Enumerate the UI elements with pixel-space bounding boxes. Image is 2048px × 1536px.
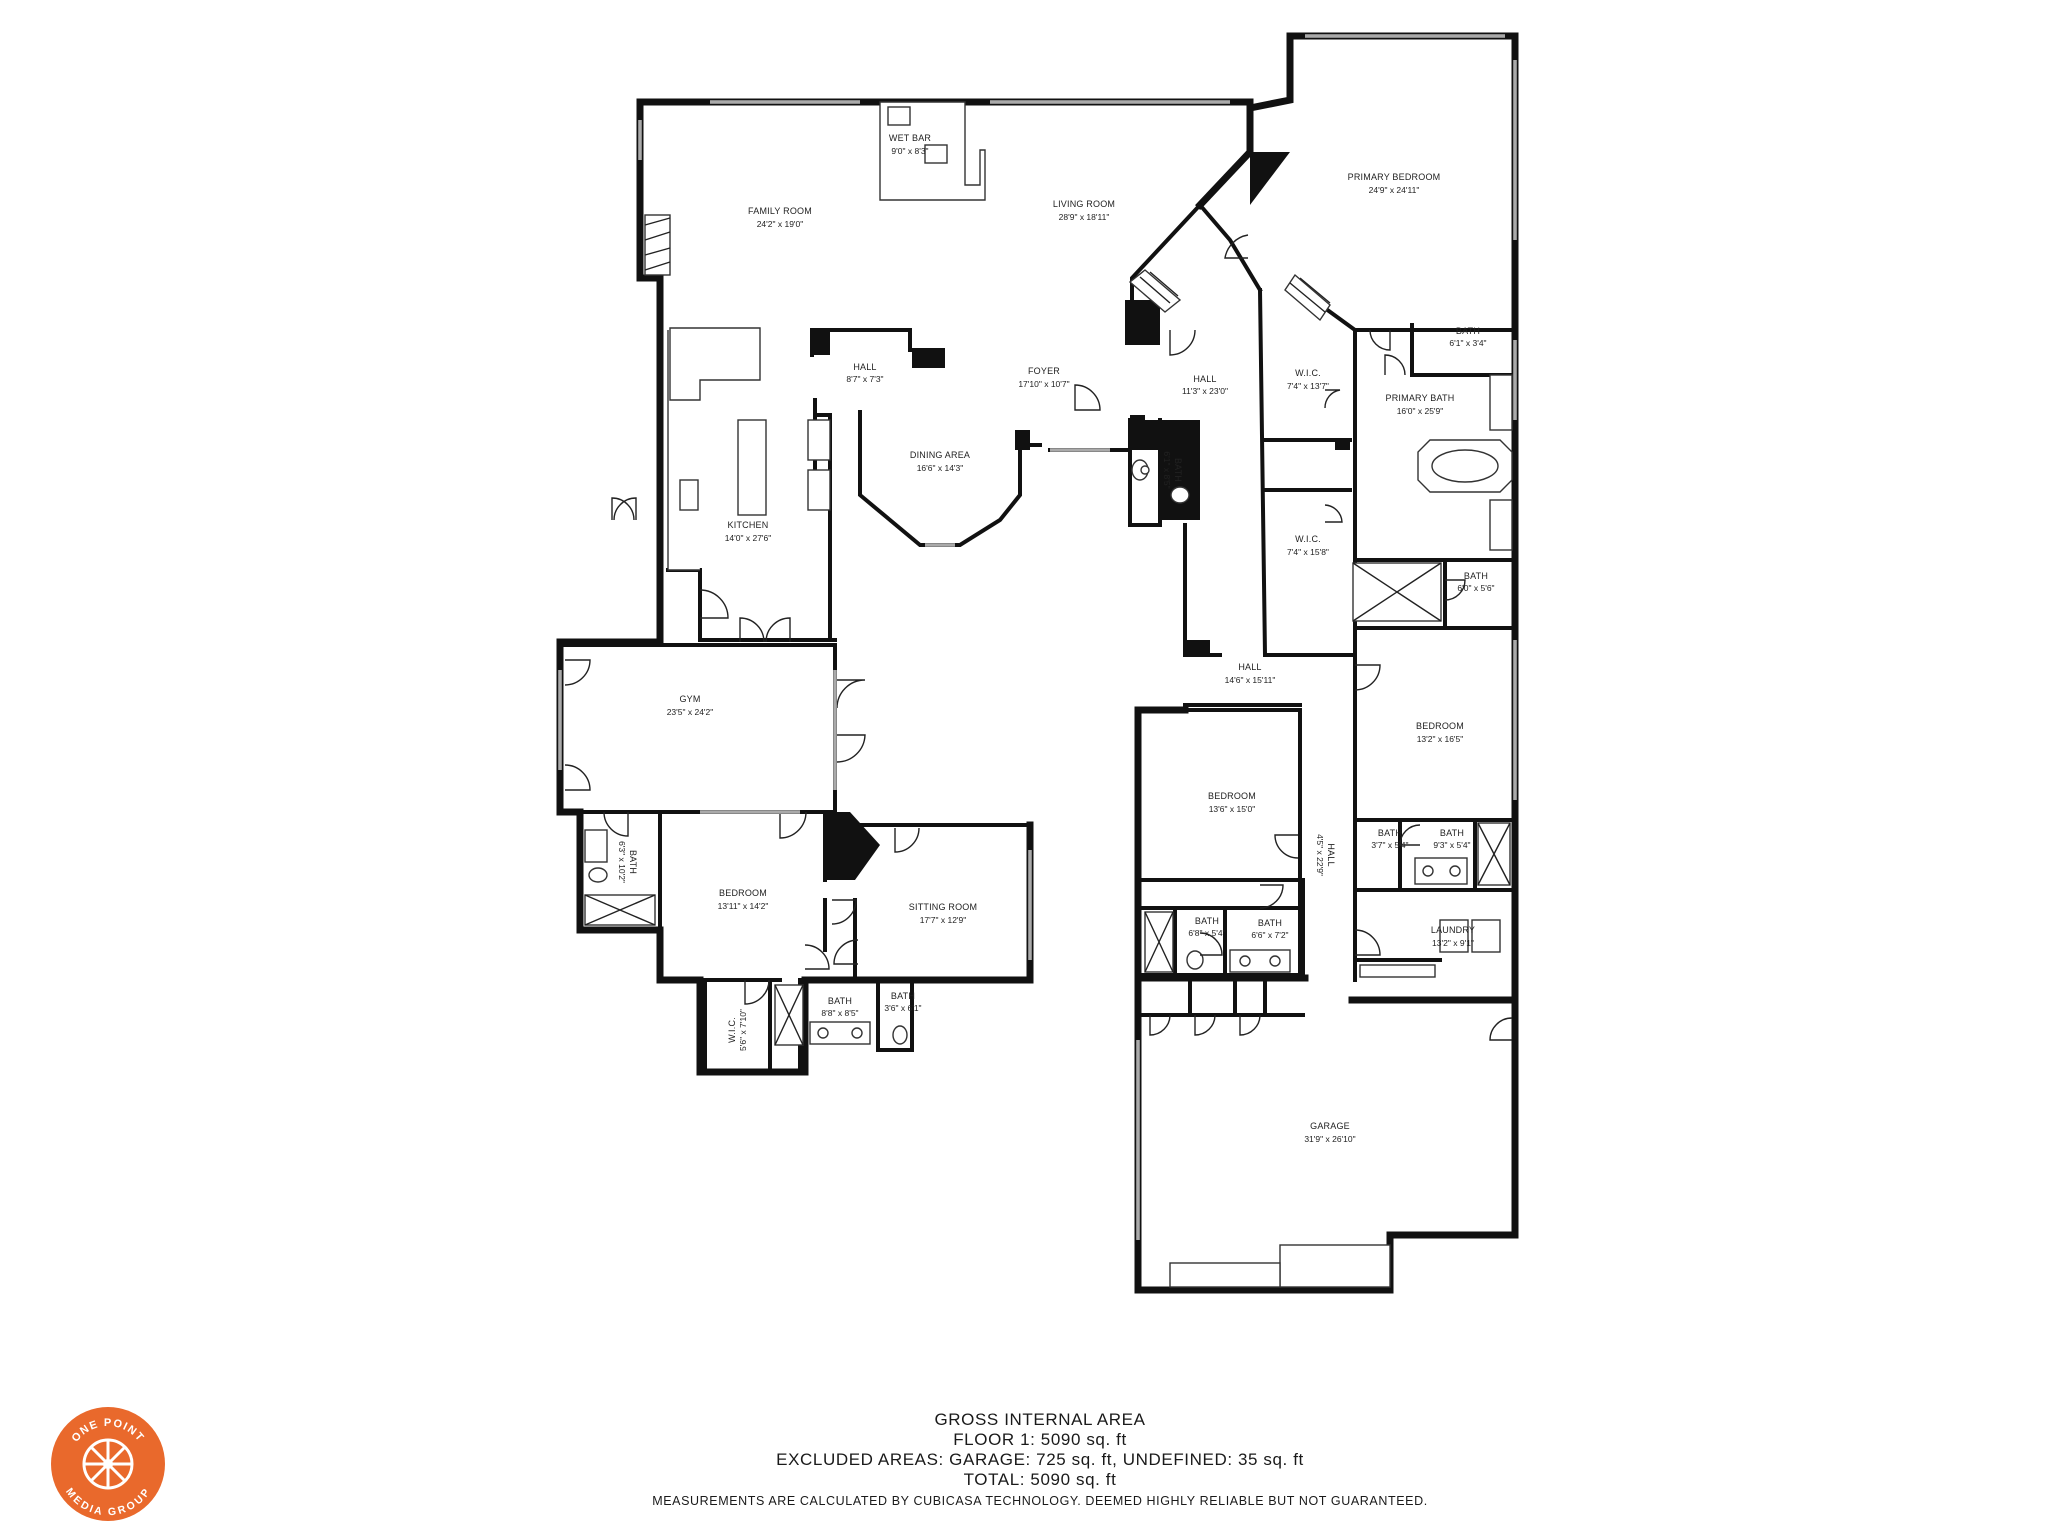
room-dims-foyer: 17'10" x 10'7" [1018,379,1069,389]
area-total: TOTAL: 5090 sq. ft [963,1470,1117,1489]
room-name-bath-2: BATH [1173,458,1183,482]
fireplaces [644,214,1331,322]
room-name-bath-9: BATH [828,996,852,1006]
room-name-garage: GARAGE [1310,1121,1350,1131]
room-dims-bath-2: 6'1" x 8'5" [1162,451,1172,488]
one-point-media-group-logo: ONE POINT MEDIA GROUP [51,1407,165,1521]
room-dims-bath-5: 3'7" x 5'4" [1371,840,1408,850]
room-name-foyer: FOYER [1028,366,1060,376]
room-name-primary-bedroom: PRIMARY BEDROOM [1348,172,1441,182]
room-name-living-room: LIVING ROOM [1053,199,1115,209]
room-dims-garage: 31'9" x 26'10" [1304,1134,1355,1144]
interior-walls [558,202,1517,1074]
room-name-bath-10: BATH [891,991,915,1001]
area-excluded: EXCLUDED AREAS: GARAGE: 725 sq. ft, UNDE… [776,1450,1304,1469]
room-name-bath-6: BATH [1440,828,1464,838]
room-dims-bedroom-3: 13'11" x 14'2" [718,901,769,911]
room-dims-bedroom-2: 13'6" x 15'0" [1209,804,1256,814]
room-dims-bath-1: 6'1" x 3'4" [1449,338,1486,348]
room-dims-bath-10: 3'6" x 6'1" [884,1003,921,1013]
room-dims-hall-2: 11'3" x 23'0" [1182,386,1228,396]
room-name-bedroom-3: BEDROOM [719,888,767,898]
room-name-bath-4: BATH [628,850,638,874]
room-dims-wic-1: 7'4" x 13'7" [1287,381,1329,391]
room-dims-bath-4: 6'3" x 10'2" [617,841,627,883]
area-title: GROSS INTERNAL AREA [934,1410,1146,1429]
room-name-family-room: FAMILY ROOM [748,206,812,216]
measurement-disclaimer: MEASUREMENTS ARE CALCULATED BY CUBICASA … [652,1494,1428,1508]
room-dims-laundry: 13'2" x 9'1" [1432,938,1474,948]
room-dims-kitchen: 14'0" x 27'6" [725,533,772,543]
room-name-wet-bar: WET BAR [889,133,932,143]
room-name-bath-3: BATH [1464,571,1488,581]
room-dims-wet-bar: 9'0" x 8'3" [891,146,928,156]
room-dims-wic-2: 7'4" x 15'8" [1287,547,1329,557]
room-name-kitchen: KITCHEN [728,520,769,530]
windows [558,34,1517,1240]
room-name-laundry: LAUNDRY [1431,925,1475,935]
room-dims-bath-3: 6'0" x 5'6" [1457,583,1494,593]
room-name-wic-1: W.I.C. [1295,368,1321,378]
room-name-dining-area: DINING AREA [910,450,970,460]
exterior-walls [556,32,1519,1294]
room-name-bath-1: BATH [1456,326,1480,336]
room-name-primary-bath: PRIMARY BATH [1386,393,1455,403]
room-name-hall-4: HALL [1326,843,1336,866]
area-floor-1: FLOOR 1: 5090 sq. ft [953,1430,1127,1449]
room-name-bath-5: BATH [1378,828,1402,838]
doors [564,234,1513,1041]
gross-internal-area-summary: GROSS INTERNAL AREA FLOOR 1: 5090 sq. ft… [560,1410,1520,1510]
room-dims-bath-9: 8'8" x 8'5" [821,1008,858,1018]
fixtures [584,101,1513,1288]
room-name-gym: GYM [679,694,700,704]
room-name-hall-1: HALL [853,362,876,372]
room-name-bedroom-1: BEDROOM [1416,721,1464,731]
room-dims-sitting-room: 17'7" x 12'9" [920,915,967,925]
room-dims-bath-8: 6'6" x 7'2" [1251,930,1288,940]
room-dims-living-room: 28'9" x 18'11" [1059,212,1110,222]
solid-wall-blocks [812,152,1350,880]
room-name-bedroom-2: BEDROOM [1208,791,1256,801]
room-dims-family-room: 24'2" x 19'0" [757,219,804,229]
room-dims-gym: 23'5" x 24'2" [667,707,714,717]
room-name-bath-7: BATH [1195,916,1219,926]
room-dims-bath-7: 6'8" x 5'4" [1188,928,1225,938]
room-dims-hall-3: 14'6" x 15'11" [1225,675,1276,685]
room-name-hall-2: HALL [1193,374,1216,384]
room-dims-dining-area: 16'6" x 14'3" [917,463,964,473]
room-dims-wic-3: 5'6" x 7'10" [738,1009,748,1051]
room-name-bath-8: BATH [1258,918,1282,928]
room-dims-hall-1: 8'7" x 7'3" [846,374,883,384]
room-dims-bath-6: 9'3" x 5'4" [1433,840,1470,850]
room-name-wic-3: W.I.C. [727,1017,737,1043]
room-dims-primary-bath: 16'0" x 25'9" [1397,406,1444,416]
room-dims-bedroom-1: 13'2" x 16'5" [1417,734,1464,744]
room-name-sitting-room: SITTING ROOM [909,902,977,912]
room-name-hall-3: HALL [1238,662,1261,672]
room-dims-hall-4: 4'5" x 22'9" [1315,834,1325,876]
room-labels: WET BAR 9'0" x 8'3" FAMILY ROOM 24'2" x … [617,133,1495,1144]
room-dims-primary-bedroom: 24'9" x 24'11" [1369,185,1420,195]
room-name-wic-2: W.I.C. [1295,534,1321,544]
